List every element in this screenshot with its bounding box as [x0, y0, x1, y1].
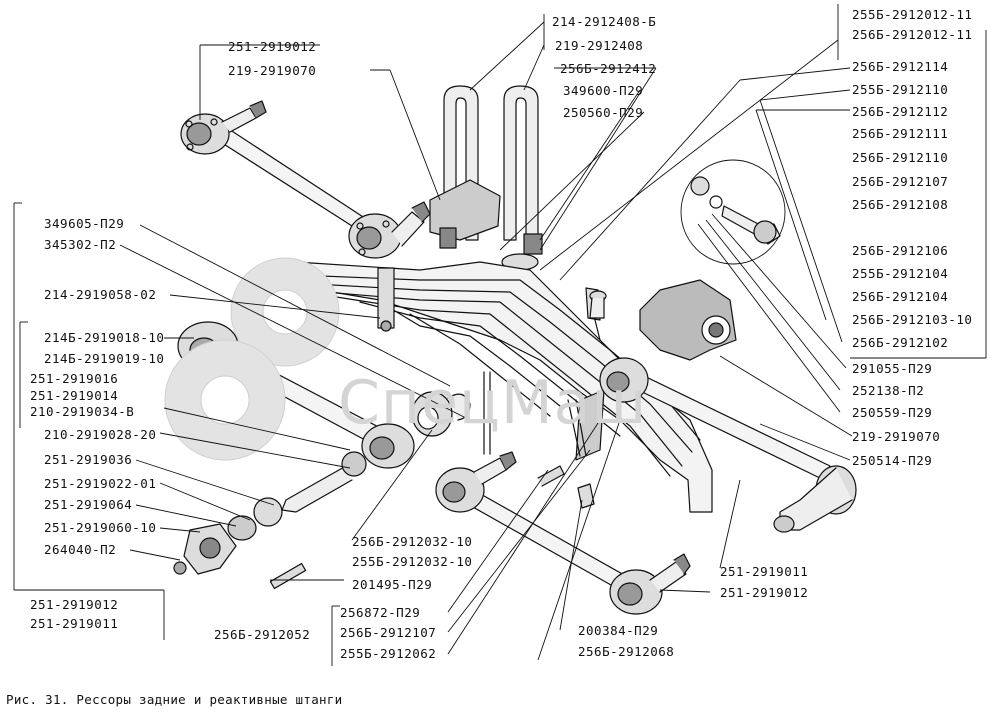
- label-part: 256Б-2912108: [852, 197, 949, 212]
- label-part: 256Б-2912032-10: [352, 534, 473, 549]
- label-part: 345302-П2: [44, 237, 117, 252]
- label-part: 251-2919014: [30, 388, 119, 403]
- right-reaction-rod: [599, 357, 857, 533]
- label-part: 255Б-2912012-11: [852, 7, 973, 22]
- label-part: 256Б-2912111: [852, 126, 949, 141]
- label-part: 256Б-2912068: [578, 644, 675, 659]
- label-part: 291055-П29: [852, 361, 933, 376]
- label-part: 255Б-2912062: [340, 646, 437, 661]
- figure-caption: Рис. 31. Рессоры задние и реактивные шта…: [6, 692, 343, 707]
- label-part: 256Б-2912107: [340, 625, 437, 640]
- label-part: 349600-П29: [563, 83, 644, 98]
- label-part: 256Б-2912102: [852, 335, 949, 350]
- label-part: 219-2919070: [852, 429, 941, 444]
- label-part: 251-2919012: [228, 39, 317, 54]
- label-part: 250559-П29: [852, 405, 933, 420]
- label-part: 250514-П29: [852, 453, 933, 468]
- label-part: 251-2919011: [720, 564, 809, 579]
- label-part: 250560-П29: [563, 105, 644, 120]
- upper-left-reaction-rod: [180, 100, 431, 259]
- label-part: 210-2919028-20: [44, 427, 157, 442]
- label-part: 251-2919012: [30, 597, 119, 612]
- label-part: 251-2919036: [44, 452, 133, 467]
- label-part: 264040-П2: [44, 542, 117, 557]
- leader-lines: [13, 4, 987, 666]
- label-part: 256Б-2912412: [560, 61, 657, 76]
- label-part: 251-2919022-01: [44, 476, 157, 491]
- label-part: 256Б-2912104: [852, 289, 949, 304]
- label-part: 219-2919070: [228, 63, 317, 78]
- label-part: 256Б-2912112: [852, 104, 949, 119]
- label-part: 256872-П29: [340, 605, 421, 620]
- label-part: 214Б-2919018-10: [44, 330, 165, 345]
- label-part: 251-2919012: [720, 585, 809, 600]
- label-part: 251-2919060-10: [44, 520, 157, 535]
- label-part: 255Б-2912110: [852, 82, 949, 97]
- label-part: 256Б-2912103-10: [852, 312, 973, 327]
- label-part: 214-2919058-02: [44, 287, 157, 302]
- label-part: 256Б-2912106: [852, 243, 949, 258]
- label-part: 256Б-2912052: [214, 627, 311, 642]
- label-part: 252138-П2: [852, 383, 925, 398]
- label-part: 256Б-2912110: [852, 150, 949, 165]
- label-part: 214Б-2919019-10: [44, 351, 165, 366]
- label-part: 349605-П29: [44, 216, 125, 231]
- label-part: 256Б-2912012-11: [852, 27, 973, 42]
- label-part: 251-2919016: [30, 371, 119, 386]
- label-part: 219-2912408: [555, 38, 644, 53]
- label-part: 255Б-2912104: [852, 266, 949, 281]
- label-part: 200384-П29: [578, 623, 659, 638]
- u-bolts: [429, 85, 543, 271]
- label-part: 255Б-2912032-10: [352, 554, 473, 569]
- spring-bracket: [589, 176, 781, 361]
- label-part: 214-2912408-Б: [552, 14, 657, 29]
- watermark-text: СпецМаш: [338, 368, 648, 438]
- watermark-gear: [164, 257, 340, 461]
- label-part: 256Б-2912107: [852, 174, 949, 189]
- label-part: 256Б-2912114: [852, 59, 949, 74]
- lower-middle-reaction-rod: [435, 399, 691, 615]
- label-part: 251-2919064: [44, 497, 133, 512]
- label-part: 201495-П29: [352, 577, 433, 592]
- label-part: 210-2919034-В: [30, 404, 135, 419]
- label-part: 251-2919011: [30, 616, 119, 631]
